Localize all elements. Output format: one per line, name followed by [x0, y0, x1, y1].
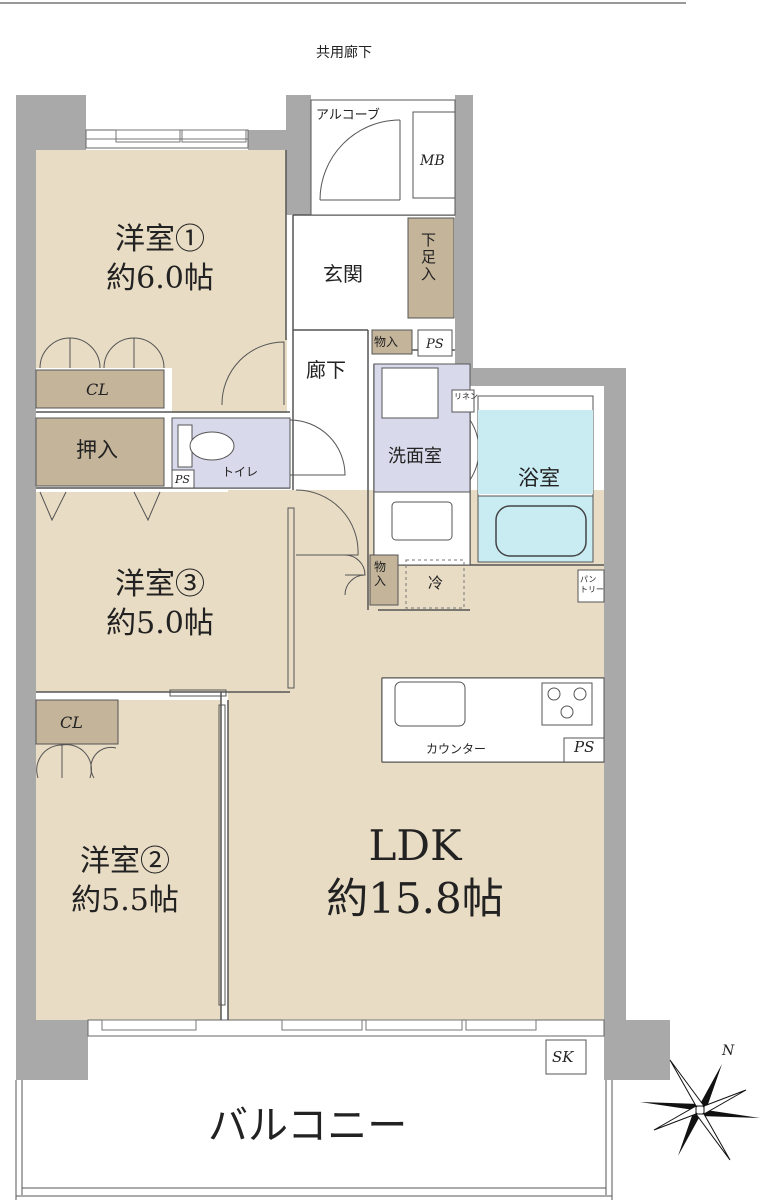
oshiire-label: 押入 [76, 438, 118, 462]
ps-top-label: PS [426, 337, 444, 352]
north-label: N [722, 1043, 735, 1059]
ps-kitchen-box [563, 737, 605, 763]
bath-label: 浴室 [518, 466, 560, 490]
oshiire-box [35, 417, 165, 487]
ldk-label: LDK 約15.8帖 [290, 820, 540, 925]
fridge-space [405, 559, 465, 609]
western1-label: 洋室① 約6.0帖 [80, 220, 240, 298]
western3-size: 約5.0帖 [106, 606, 214, 641]
kitchen-sink [394, 681, 466, 727]
linen-label: リネン [454, 392, 478, 401]
windows-bottom [87, 1019, 605, 1037]
wall-top-left-inner [36, 130, 86, 150]
hall-label: 廊下 [306, 358, 346, 382]
mb-box [412, 111, 456, 199]
sk-box [545, 1039, 587, 1075]
wall-top-mid [248, 130, 293, 150]
western2-floor [36, 700, 221, 1020]
ps-toilet-label: PS [175, 473, 190, 486]
wall-bottom-right [604, 1020, 670, 1080]
counter-label: カウンター [426, 742, 487, 756]
washroom-label: 洗面室 [388, 446, 442, 467]
wall-alcove-right [455, 95, 473, 385]
western1-floor [36, 150, 286, 340]
corridor-label: 共用廊下 [316, 45, 372, 61]
storage-top-label: 物入 [374, 335, 399, 349]
ps-top-box [417, 329, 453, 357]
wall-right-top [455, 368, 625, 386]
cooktop [541, 682, 593, 726]
storage-mid-box [369, 554, 399, 606]
ldk-floor-upper [288, 490, 378, 690]
western3-name: 洋室③ [115, 567, 205, 602]
ldk-size: 約15.8帖 [326, 873, 504, 923]
balcony-outline [15, 1080, 613, 1200]
western2-label: 洋室② 約5.5帖 [40, 842, 210, 920]
western3-label: 洋室③ 約5.0帖 [80, 565, 240, 643]
western2-name: 洋室② [80, 844, 170, 879]
ps-kitchen-label: PS [574, 738, 595, 756]
door-swings [221, 341, 480, 596]
compass-icon [640, 1059, 760, 1161]
bathtub [495, 505, 587, 557]
pantry-box [577, 569, 605, 603]
wall-top-left [16, 95, 86, 135]
entrance-label: 玄関 [323, 262, 363, 286]
toilet-label: トイレ [222, 465, 259, 479]
wall-alcove-left [286, 95, 311, 215]
closet2-box [35, 699, 119, 745]
fridge-label: 冷 [428, 574, 444, 592]
walls [16, 95, 670, 1080]
storage-mid-label: 物入 [374, 560, 387, 589]
western1-size: 約6.0帖 [106, 261, 214, 296]
western1-name: 洋室① [115, 222, 205, 257]
closet1-label: CL [86, 380, 109, 399]
alcove-area [310, 99, 456, 216]
closet1-box [35, 369, 165, 409]
shoe-label: 下足入 [419, 232, 437, 283]
western1-floor-lower [172, 338, 287, 413]
western2-size: 約5.5帖 [71, 883, 179, 918]
closet2-label: CL [60, 713, 83, 732]
balcony-label: バルコニー [208, 1103, 408, 1149]
mb-label: MB [420, 153, 445, 169]
alcove-label: アルコーブ [316, 108, 380, 123]
windows-top [85, 129, 249, 149]
sk-label: SK [552, 1048, 574, 1066]
closet1-doors [39, 337, 165, 369]
storage-top-box [371, 329, 413, 355]
wall-bottom-left [16, 1020, 88, 1080]
wall-right [604, 368, 626, 1020]
wall-left [16, 95, 36, 1020]
ldk-name: LDK [368, 821, 462, 870]
shoe-storage [407, 217, 455, 319]
pantry-label: パントリー [580, 575, 604, 594]
